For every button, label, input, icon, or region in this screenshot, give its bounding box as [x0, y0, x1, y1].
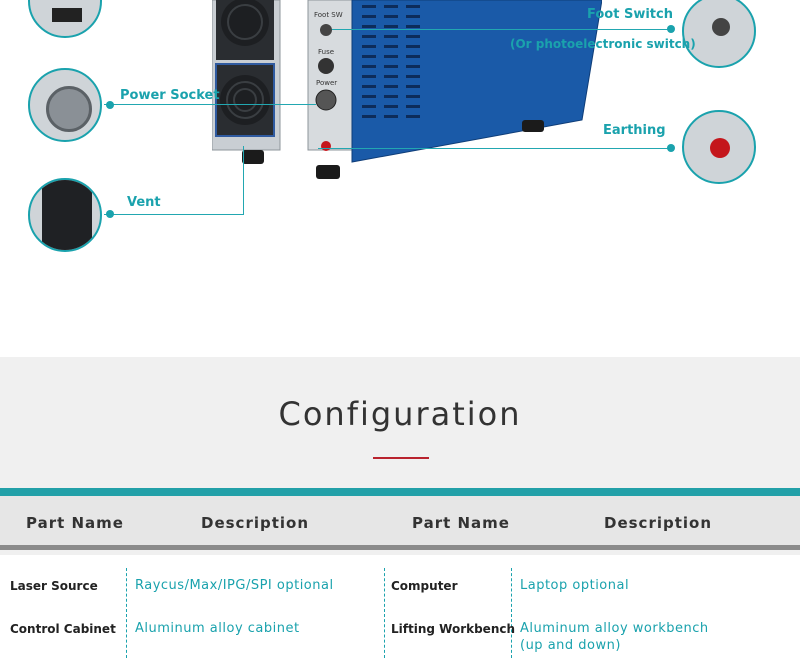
row2-part-name-2: Lifting Workbench [391, 622, 516, 636]
laser-cabinet-illustration: Foot SW Fuse Power [212, 0, 602, 179]
row2-description-2: Aluminum alloy workbench [520, 621, 709, 636]
zoom-circle-earthing [682, 110, 756, 184]
callout-vent: Vent [127, 195, 161, 210]
title-underline [373, 457, 429, 459]
product-diagram: Foot SW Fuse Power [28, 0, 756, 252]
zoom-circle-vent [28, 178, 102, 252]
callout-foot-switch-note: (Or photoelectronic switch) [510, 37, 696, 51]
row1-description-2: Laptop optional [520, 578, 630, 593]
row1-part-name-1: Laser Source [10, 579, 98, 593]
table-body: Laser Source Raycus/Max/IPG/SPI optional… [0, 555, 800, 658]
zoom-circle-power-socket [28, 68, 102, 142]
header-description-1: Description [201, 514, 310, 532]
panel-label-power: Power [316, 79, 337, 87]
zoom-circle-top-left [28, 0, 102, 38]
row2-part-name-1: Control Cabinet [10, 622, 116, 636]
header-part-name-2: Part Name [412, 514, 510, 532]
row2-description-2-line2: (up and down) [520, 638, 621, 653]
callout-foot-switch: Foot Switch [587, 7, 673, 22]
configuration-title: Configuration [278, 395, 522, 433]
header-part-name-1: Part Name [26, 514, 124, 532]
callout-power-socket: Power Socket [120, 88, 220, 103]
table-header: Part Name Description Part Name Descript… [0, 496, 800, 550]
header-description-2: Description [604, 514, 713, 532]
panel-label-footsw: Foot SW [314, 11, 343, 19]
row1-part-name-2: Computer [391, 579, 458, 593]
callout-earthing: Earthing [603, 123, 666, 138]
configuration-section: Configuration Part Name Description Part… [0, 357, 800, 658]
table-top-bar [0, 488, 800, 496]
panel-label-fuse: Fuse [318, 48, 334, 56]
zoom-circle-foot-switch [682, 0, 756, 68]
row2-description-1: Aluminum alloy cabinet [135, 621, 300, 636]
row1-description-1: Raycus/Max/IPG/SPI optional [135, 578, 334, 593]
